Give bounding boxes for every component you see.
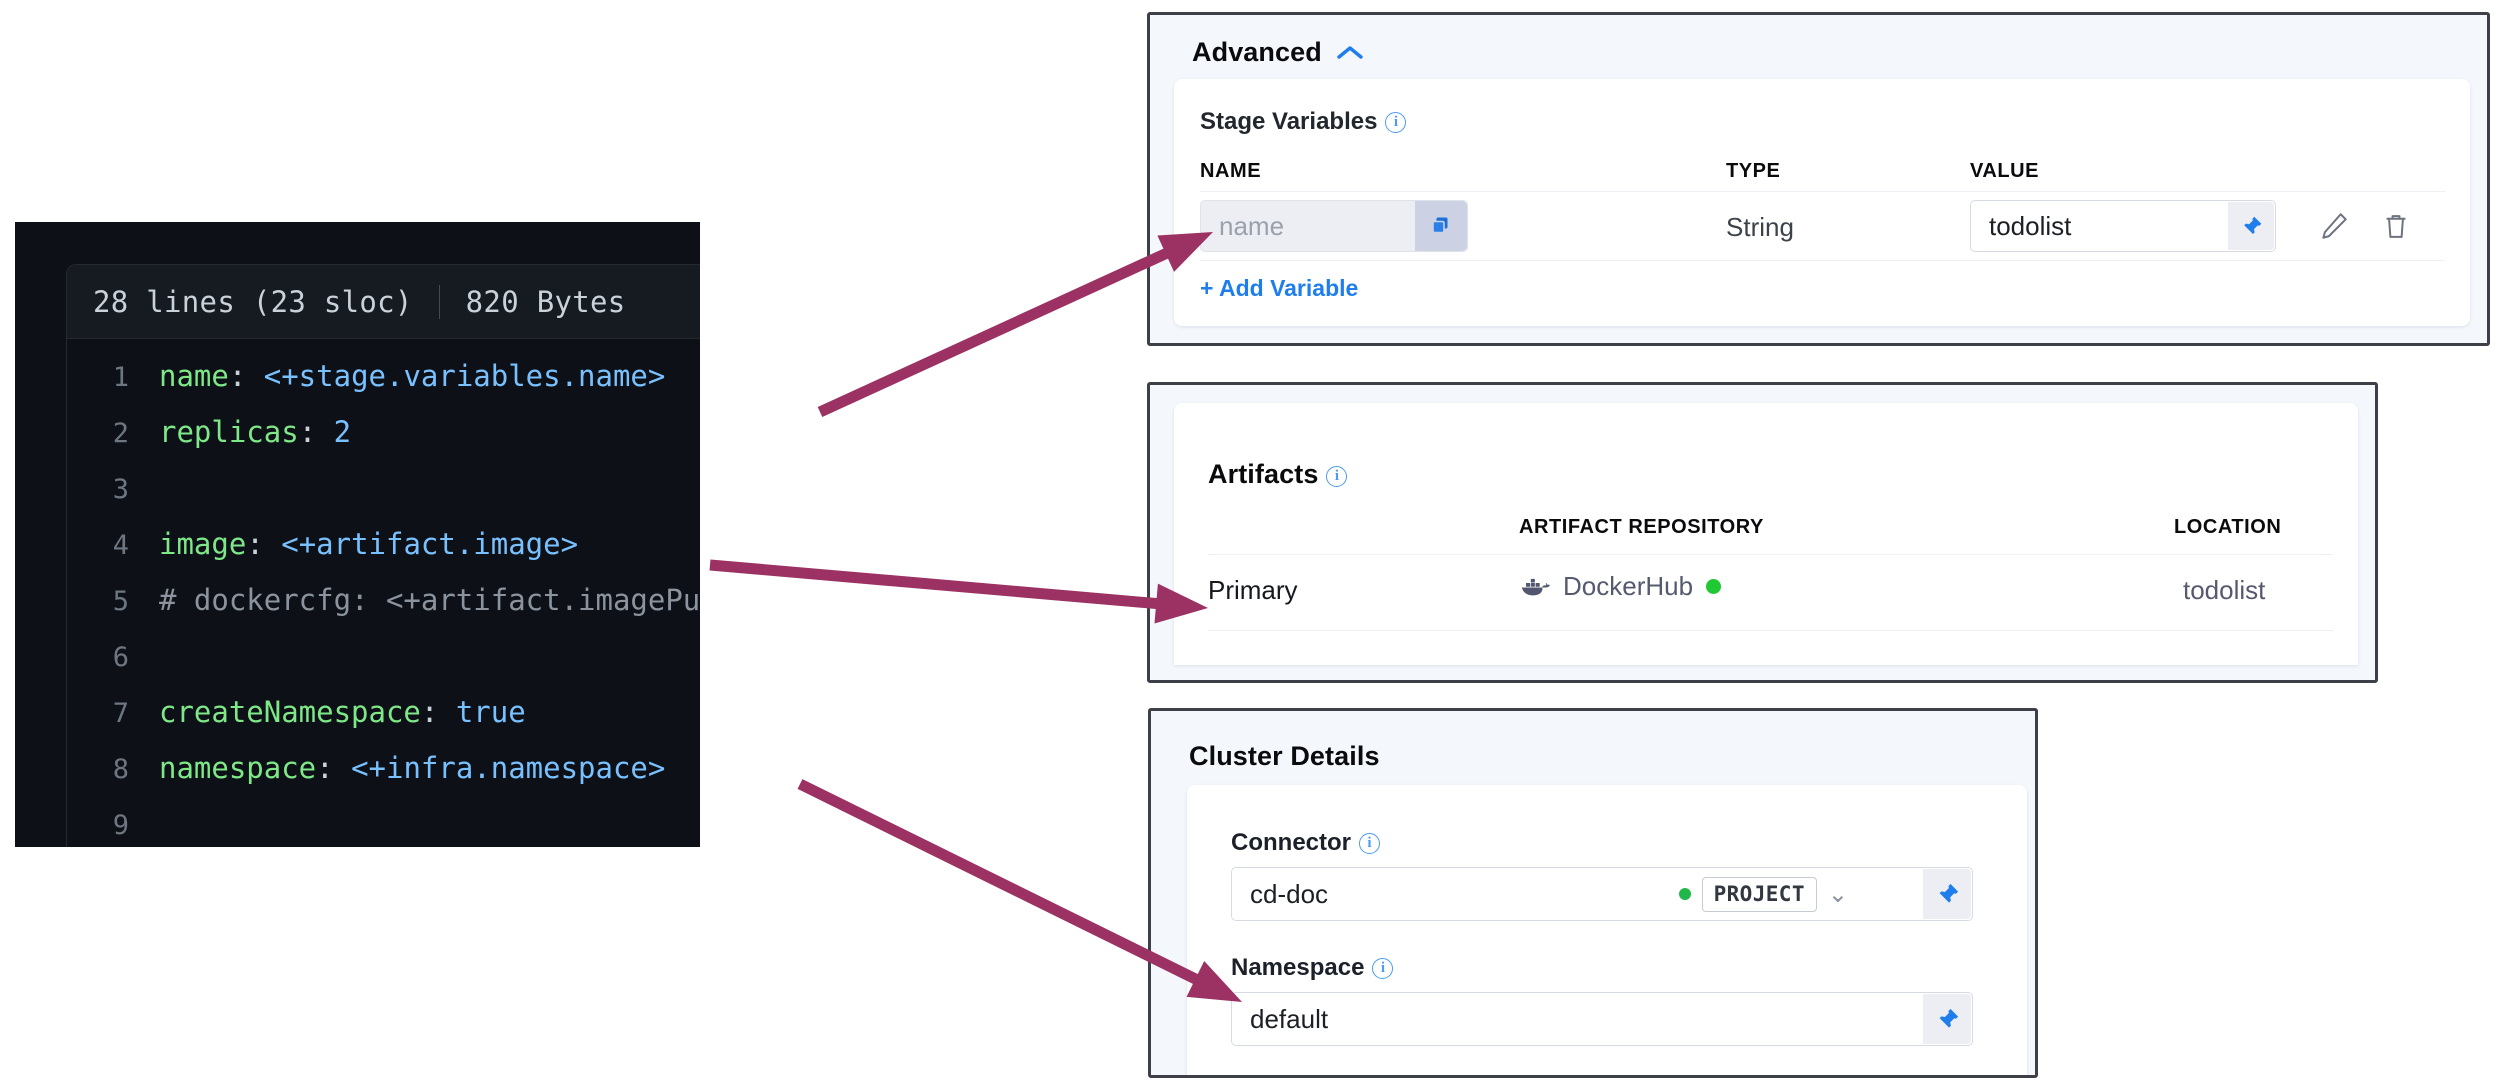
code-line-number: 6 — [112, 642, 129, 673]
namespace-input[interactable]: default — [1231, 992, 1973, 1046]
code-line: 8 namespace: <+infra.namespace> — [67, 741, 700, 797]
variable-value-input[interactable]: todolist — [1970, 200, 2276, 252]
code-line-number: 9 — [112, 810, 129, 841]
code-line: 9 — [67, 797, 700, 847]
code-line-source: image: <+artifact.image> — [159, 527, 579, 561]
code-file-card: 28 lines (23 sloc) 820 Bytes 1 name: <+st… — [66, 264, 700, 847]
advanced-header[interactable]: Advanced — [1192, 37, 1364, 68]
code-viewer: 28 lines (23 sloc) 820 Bytes 1 name: <+st… — [15, 222, 700, 847]
code-line-source — [159, 629, 176, 684]
code-line-number: 3 — [112, 474, 129, 505]
connection-status-dot — [1706, 579, 1722, 594]
pin-icon[interactable] — [1923, 869, 1971, 919]
pin-icon[interactable] — [2228, 202, 2274, 250]
arrow-artifact-image — [709, 559, 1208, 624]
col-header-type: TYPE — [1726, 160, 1781, 182]
col-header-value: VALUE — [1970, 160, 2040, 182]
code-line-number: 1 — [112, 362, 129, 393]
table-divider-bottom — [1208, 630, 2333, 631]
artifact-repository-cell[interactable]: DockerHub — [1518, 571, 1722, 602]
variable-type-value: String — [1726, 212, 1794, 242]
table-divider-top — [1208, 554, 2333, 555]
code-line-number: 8 — [112, 754, 129, 785]
code-line-source — [159, 461, 176, 516]
table-divider-top — [1200, 191, 2445, 192]
code-line: 7 createNamespace: true — [67, 685, 700, 741]
code-line-source: # dockercfg: <+artifact.imagePullSecret> — [159, 583, 700, 617]
code-lines: 1 name: <+stage.variables.name> 2 replicas:… — [67, 339, 700, 847]
code-line: 4 image: <+artifact.image> — [67, 517, 700, 573]
chevron-down-icon[interactable]: ⌄ — [1827, 880, 1848, 908]
pin-icon[interactable] — [1923, 994, 1971, 1044]
connection-status-dot — [1678, 888, 1691, 900]
code-line-number: 2 — [112, 418, 129, 449]
table-row: Primary DockerHub — [1208, 571, 2333, 619]
artifact-kind: Primary — [1208, 575, 1298, 605]
artifact-location: todolist — [2183, 575, 2266, 605]
code-line: 1 name: <+stage.variables.name> — [67, 349, 700, 405]
cluster-details-header: Cluster Details — [1189, 741, 1380, 772]
info-icon[interactable]: i — [1326, 466, 1348, 487]
connector-scope-group: PROJECT ⌄ — [1678, 876, 1848, 912]
code-line-source: name: <+stage.variables.name> — [159, 359, 666, 393]
connector-scope-chip[interactable]: PROJECT — [1701, 876, 1817, 912]
meta-divider — [438, 284, 440, 319]
docker-whale-icon — [1520, 578, 1550, 595]
code-file-meta: 28 lines (23 sloc) 820 Bytes — [67, 265, 700, 339]
table-row: name String todolist — [1200, 200, 2445, 258]
cluster-details-title: Cluster Details — [1189, 741, 1380, 771]
col-header-location: LOCATION — [2174, 516, 2282, 538]
code-line-source: replicas: 2 — [159, 415, 352, 449]
delete-variable-icon[interactable] — [2380, 210, 2412, 247]
copy-icon[interactable] — [1415, 201, 1467, 251]
code-line: 3 — [67, 461, 700, 517]
variable-name-input[interactable]: name — [1200, 200, 1468, 252]
variable-value-text: todolist — [1989, 210, 2072, 241]
artifact-repository-name: DockerHub — [1563, 571, 1694, 601]
table-divider-bottom — [1200, 260, 2445, 261]
info-icon[interactable]: i — [1359, 833, 1380, 854]
code-file-size: 820 Bytes — [465, 284, 626, 319]
variable-name-placeholder: name — [1219, 210, 1285, 241]
code-line: 5 # dockercfg: <+artifact.imagePullSecret… — [67, 573, 700, 629]
chevron-up-icon[interactable] — [1336, 44, 1364, 62]
code-line-count: 28 lines (23 sloc) — [93, 284, 413, 319]
add-variable-button[interactable]: + Add Variable — [1200, 275, 1359, 301]
code-line-source — [159, 797, 176, 847]
connector-value: cd-doc — [1250, 878, 1329, 909]
code-line-number: 4 — [112, 530, 129, 561]
edit-variable-icon[interactable] — [2318, 210, 2350, 247]
advanced-title: Advanced — [1192, 37, 1322, 67]
namespace-value: default — [1250, 1003, 1329, 1034]
col-header-artifact-repository: ARTIFACT REPOSITORY — [1519, 516, 1764, 538]
code-line: 6 — [67, 629, 700, 685]
info-icon[interactable]: i — [1372, 958, 1394, 979]
code-line-number: 7 — [112, 698, 129, 729]
code-line: 2 replicas: 2 — [67, 405, 700, 461]
info-icon[interactable]: i — [1385, 112, 1407, 133]
code-line-source: namespace: <+infra.namespace> — [159, 751, 666, 785]
code-line-number: 5 — [112, 586, 129, 617]
connector-input[interactable]: cd-doc PROJECT ⌄ — [1231, 867, 1973, 921]
col-header-name: NAME — [1200, 160, 1262, 182]
code-line-source: createNamespace: true — [159, 695, 526, 729]
